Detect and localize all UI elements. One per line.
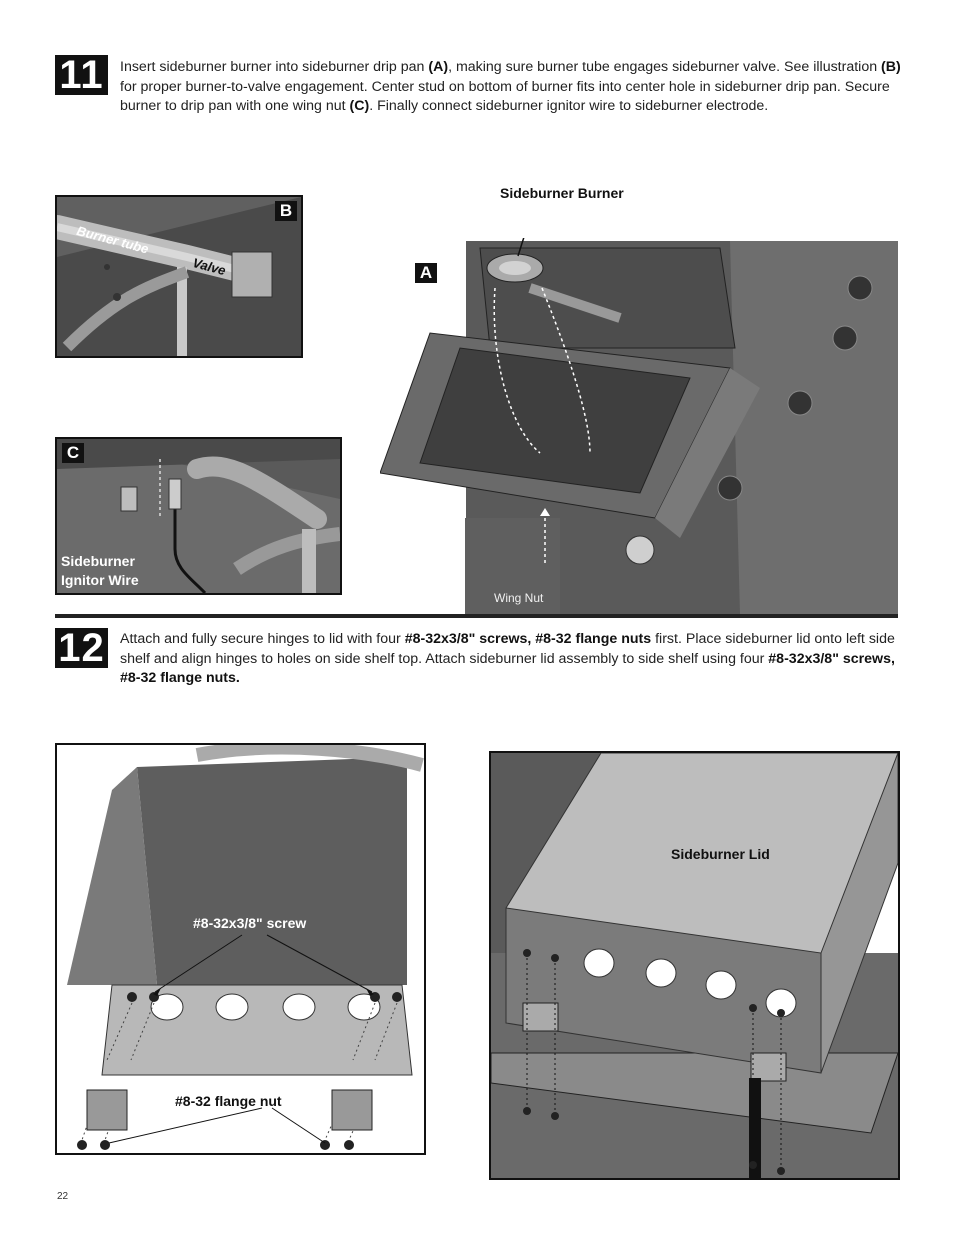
figure-b-tag: B (275, 201, 297, 221)
section-divider (55, 614, 898, 618)
step-11-text-segment: (A) (428, 59, 449, 75)
step-12-number: 12 (55, 628, 108, 668)
step-11-number: 11 (55, 55, 108, 95)
step-12-text-segment: Attach and fully secure hinges to lid wi… (120, 631, 405, 647)
step-12-instructions: Attach and fully secure hinges to lid wi… (120, 630, 910, 689)
wing-nut-label: Wing Nut (494, 591, 544, 605)
step-11-instructions: Insert sideburner burner into sideburner… (120, 58, 910, 117)
step-12-text-segment: #8-32x3/8" screws, #8-32 flange nuts (404, 631, 652, 647)
sideburner-burner-label: Sideburner Burner (500, 185, 624, 201)
figure-lid-on-shelf: Sideburner Lid (489, 751, 900, 1180)
ignitor-wire-label-line2: Ignitor Wire (61, 572, 139, 588)
figure-c-ignitor-wire: C Sideburner Ignitor Wire (55, 437, 342, 595)
step-12-text-segment: #8-32x3/8" screws, #8-32 flange nuts. (120, 650, 895, 687)
step-12-text-segment: first. Place sideburner lid onto left si… (120, 631, 895, 667)
step-11-text-segment: (C) (349, 98, 370, 114)
step-11-text-segment: , making sure burner tube engages sidebu… (448, 59, 882, 75)
step-11-text-segment: . Finally connect sideburner ignitor wir… (369, 98, 769, 114)
step-11-text-segment: for proper burner-to-valve engagement. C… (120, 78, 890, 115)
screw-label: #8-32x3/8" screw (193, 915, 307, 931)
figure-b-burner-valve: B Burner tube Valve (55, 195, 303, 358)
step-11-text-segment: (B) (881, 59, 901, 75)
figure-a-tag: A (415, 263, 437, 283)
figure-a-sideburner-drip-pan: A Wing Nut (379, 217, 898, 614)
sideburner-lid-label: Sideburner Lid (671, 846, 770, 862)
step-11-text-segment: Insert sideburner burner into sideburner… (120, 59, 429, 75)
page-number: 22 (57, 1191, 69, 1202)
figure-lid-hinges: #8-32x3/8" screw #8-32 flange nut (55, 743, 426, 1155)
figure-c-tag: C (62, 443, 84, 463)
flange-nut-label: #8-32 flange nut (175, 1093, 282, 1109)
ignitor-wire-label-line1: Sideburner (61, 553, 135, 569)
